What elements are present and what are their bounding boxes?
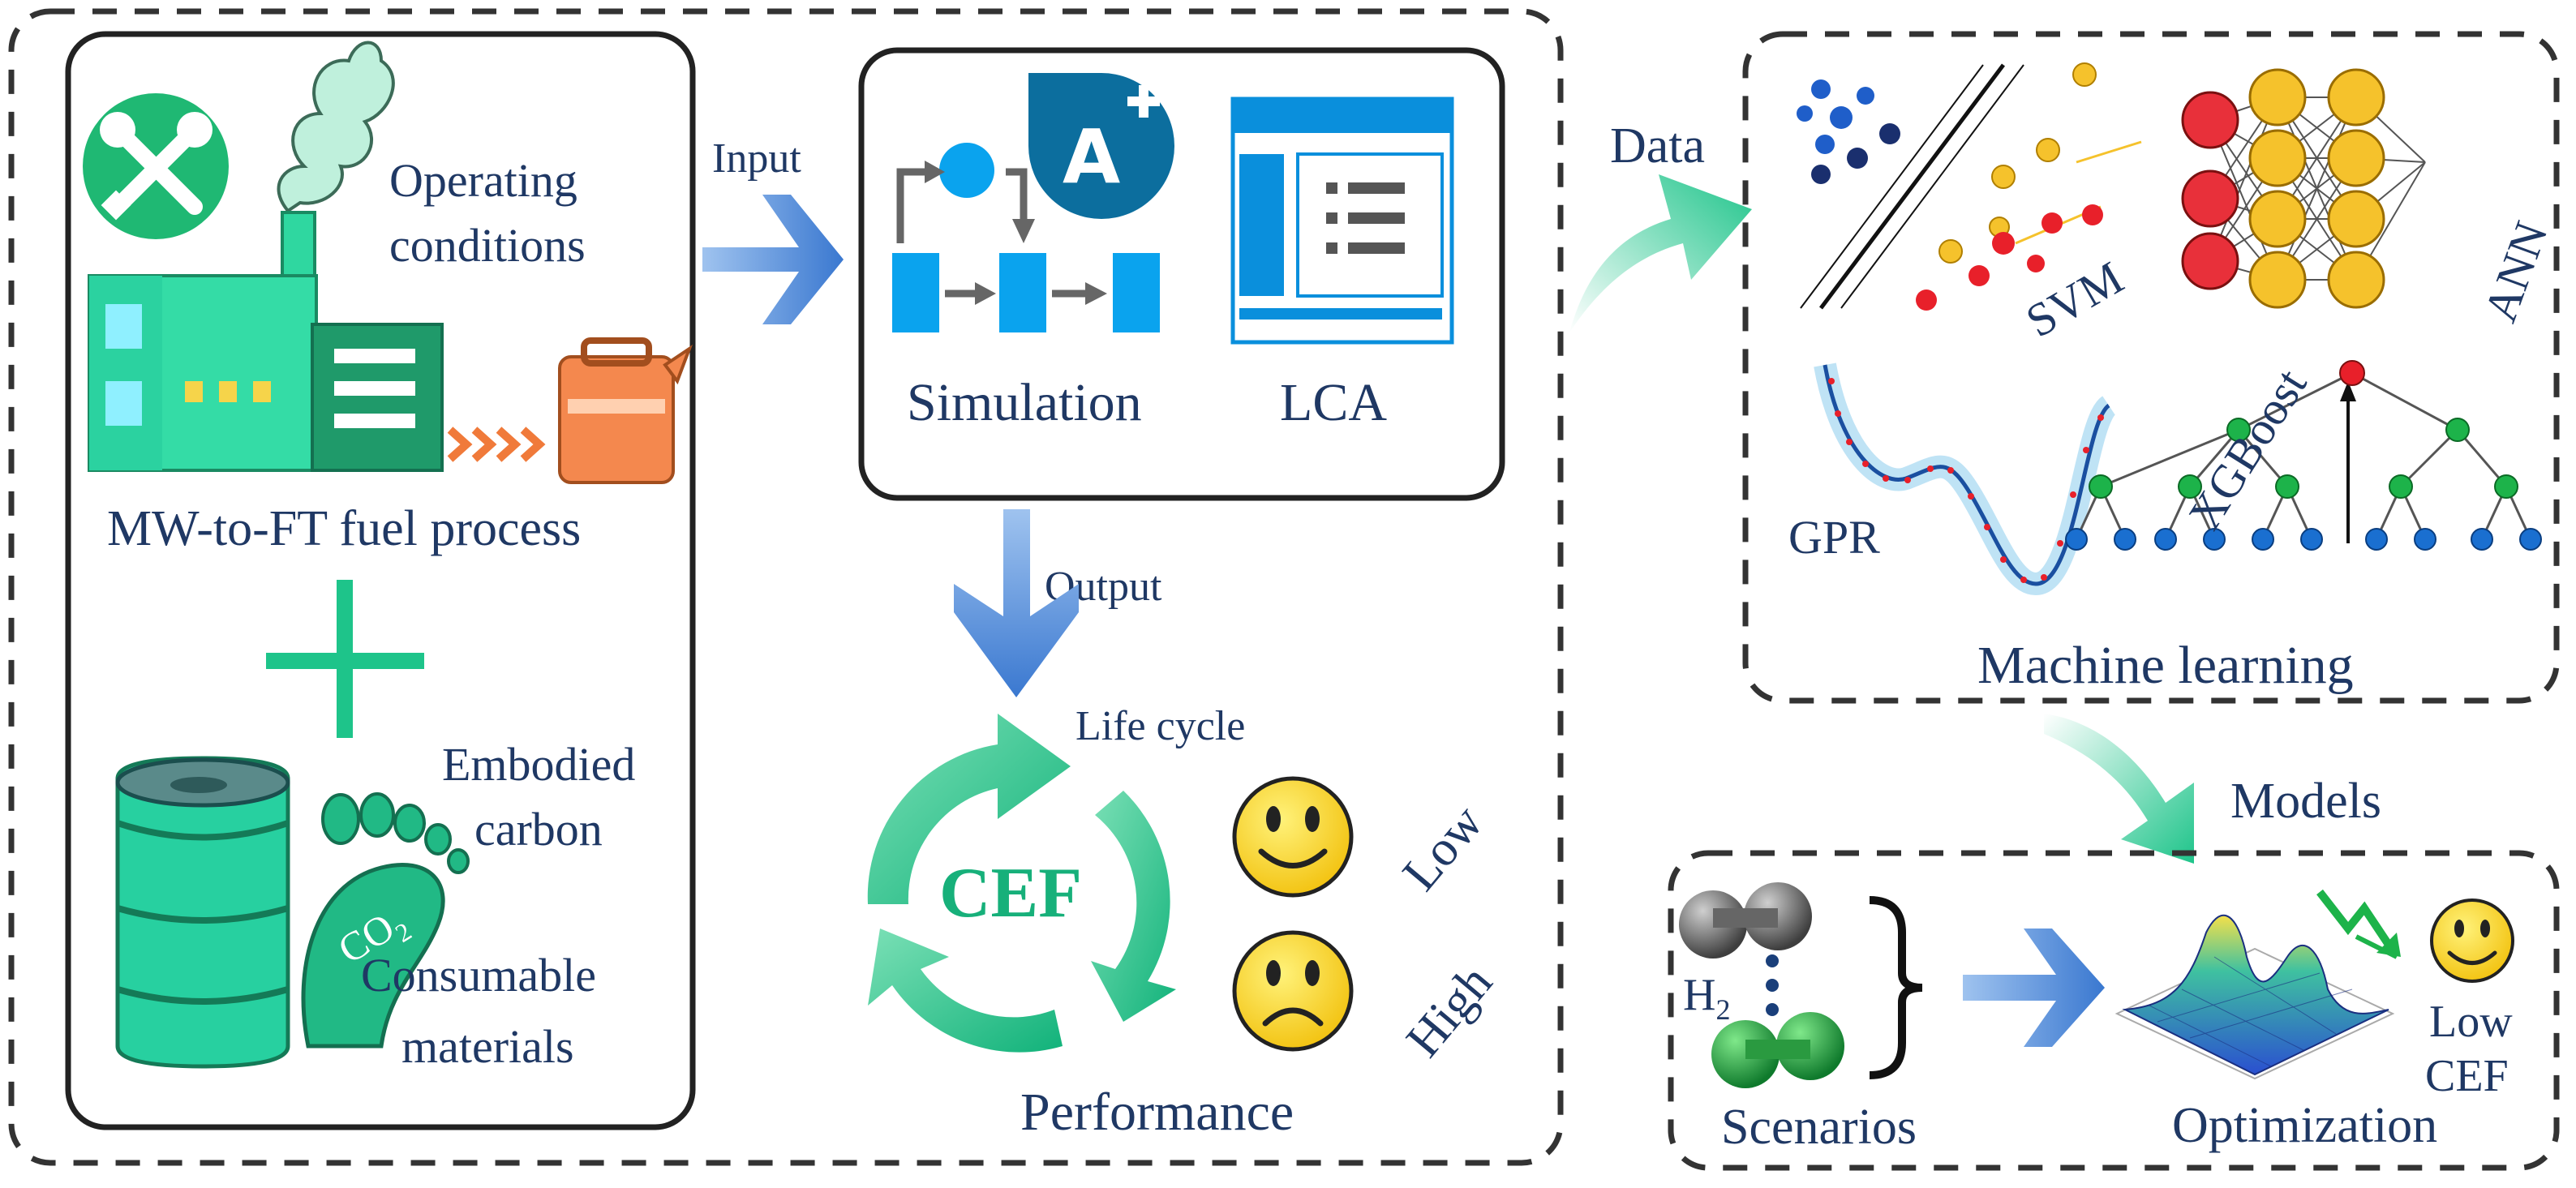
recycle-icon bbox=[867, 714, 1176, 1053]
simulation-panel bbox=[858, 47, 1505, 501]
output-arrow bbox=[954, 509, 1079, 697]
low-cef-label: Low bbox=[2429, 997, 2513, 1047]
xgboost-label: XGBoost bbox=[2178, 360, 2316, 538]
factory-icon bbox=[88, 211, 444, 472]
life-cycle-label: Life cycle bbox=[1075, 703, 1245, 749]
smiley-happy-small-icon bbox=[2430, 899, 2514, 983]
performance-label: Performance bbox=[1020, 1083, 1294, 1142]
machine-learning-label: Machine learning bbox=[1977, 636, 2354, 695]
chevrons-icon bbox=[447, 427, 546, 462]
input-arrow bbox=[702, 195, 844, 324]
h2-molecule-icon bbox=[1679, 882, 1923, 1088]
low-cef-label-2: CEF bbox=[2425, 1051, 2509, 1101]
process-label: MW-to-FT fuel process bbox=[107, 501, 581, 556]
data-label: Data bbox=[1610, 118, 1705, 174]
optimization-label: Optimization bbox=[2172, 1098, 2437, 1153]
consumable-materials-label-2: materials bbox=[401, 1020, 574, 1073]
high-label: High bbox=[1396, 955, 1503, 1068]
surface-plot-icon bbox=[2114, 914, 2395, 1080]
cef-label: CEF bbox=[939, 854, 1082, 933]
embodied-carbon-label-2: carbon bbox=[474, 803, 603, 856]
gpr-label: GPR bbox=[1788, 511, 1880, 564]
ann-network-icon bbox=[2181, 68, 2426, 309]
flowsheet-icon bbox=[892, 143, 1160, 332]
optimization-region bbox=[1668, 850, 2560, 1171]
footprint-icon: CO2 bbox=[301, 792, 470, 1049]
aspen-badge-label: A bbox=[1063, 114, 1120, 200]
svm-plot-icon bbox=[1797, 62, 2142, 311]
gpr-curve-icon bbox=[1814, 362, 2118, 596]
input-label: Input bbox=[712, 135, 801, 182]
simulation-label: Simulation bbox=[907, 373, 1142, 432]
operating-conditions-label-2: conditions bbox=[389, 219, 586, 272]
lca-label: LCA bbox=[1280, 373, 1387, 432]
data-arrow bbox=[1569, 174, 1752, 332]
embodied-carbon-label: Embodied bbox=[442, 738, 635, 791]
smiley-sad-icon bbox=[1232, 930, 1354, 1052]
process-panel bbox=[65, 31, 696, 1130]
trend-down-icon bbox=[2316, 889, 2401, 959]
barrel-icon bbox=[115, 756, 290, 1069]
scenarios-label: Scenarios bbox=[1721, 1100, 1917, 1155]
left-dashed-region bbox=[8, 8, 1564, 1166]
smiley-happy-icon bbox=[1232, 776, 1354, 898]
consumable-materials-label: Consumable bbox=[361, 949, 596, 1001]
fuel-can-icon bbox=[558, 337, 693, 484]
h2-label: H2 bbox=[1683, 970, 1730, 1026]
ann-label: ANN bbox=[2474, 215, 2558, 328]
aspen-icon: A bbox=[1028, 73, 1174, 219]
operating-conditions-label: Operating bbox=[389, 154, 577, 207]
models-label: Models bbox=[2230, 774, 2381, 829]
xgboost-tree-icon bbox=[2065, 360, 2542, 551]
scenario-arrow bbox=[1963, 929, 2105, 1047]
plus-icon bbox=[266, 580, 424, 738]
low-label: Low bbox=[1393, 795, 1494, 901]
smoke-icon bbox=[277, 41, 395, 213]
lca-window-icon bbox=[1230, 96, 1454, 345]
models-arrow bbox=[2044, 714, 2194, 864]
machine-learning-region bbox=[1742, 31, 2560, 704]
tools-icon bbox=[83, 93, 229, 239]
